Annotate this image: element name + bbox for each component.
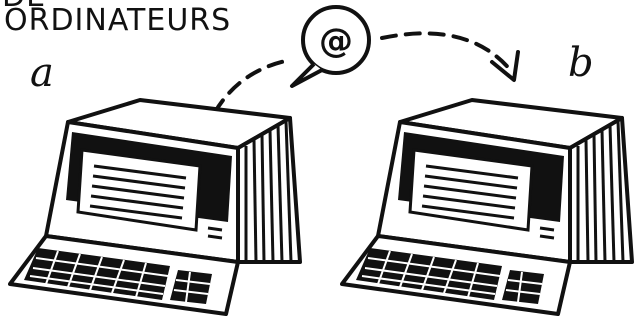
at-sign-icon: @: [319, 21, 353, 61]
computer-b-label: b: [568, 40, 594, 86]
heading-main-line: ORDINATEURS: [4, 3, 231, 38]
computer-a: [10, 100, 300, 314]
dashed-path-right: [382, 33, 512, 72]
dashed-path-left: [215, 60, 290, 112]
email-bubble: @: [292, 7, 369, 86]
computer-a-label: a: [30, 50, 54, 96]
computer-b: [342, 100, 632, 314]
